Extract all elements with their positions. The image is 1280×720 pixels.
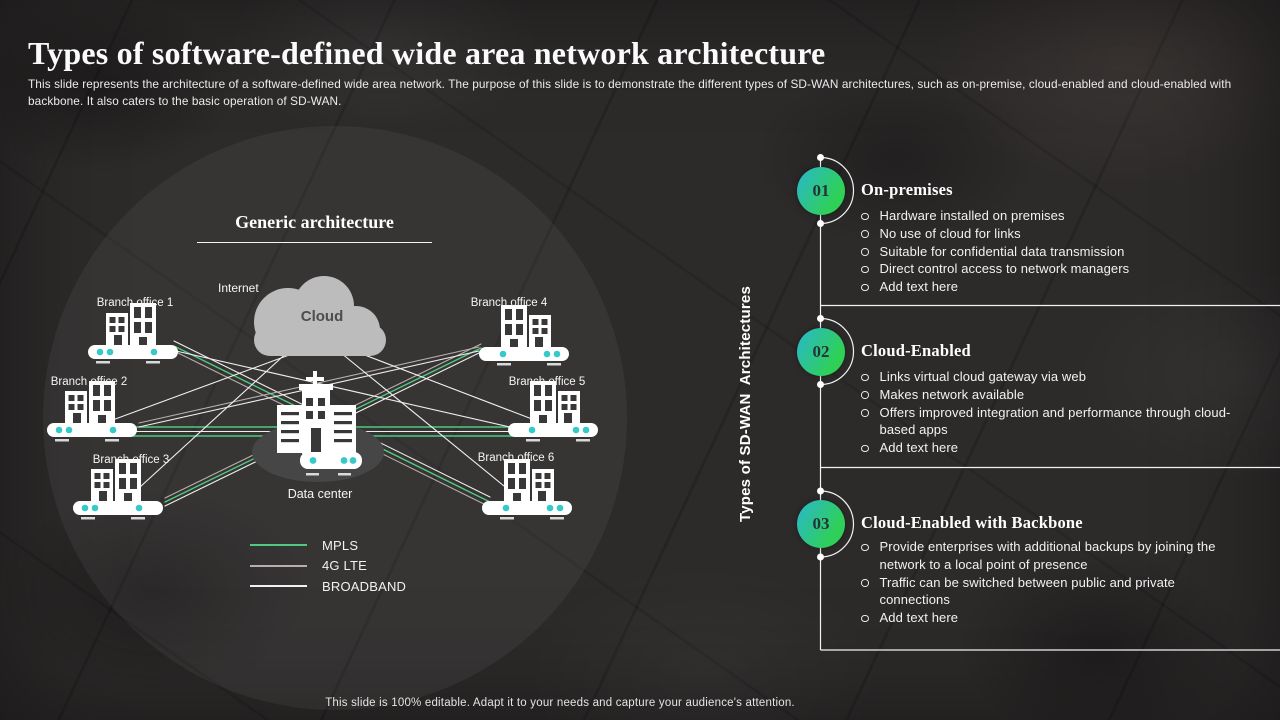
- bullet-circle-icon: [861, 212, 869, 220]
- branch-office-6-icon: [482, 459, 572, 520]
- diagram-title: Generic architecture: [197, 212, 432, 243]
- legend-label: BROADBAND: [322, 578, 407, 594]
- timeline-badge-01: 01: [797, 167, 845, 215]
- branch-office-5-icon: [508, 381, 598, 442]
- legend-label: MPLS: [322, 537, 359, 553]
- bullet-item: Hardware installed on premises: [860, 207, 1246, 225]
- section-heading-on-premises: On-premises: [861, 180, 953, 199]
- vertical-axis-title: Types of SD-WAN Architectures: [737, 285, 754, 523]
- section-bullets-cloud-enabled-backbone: Provide enterprises with additional back…: [860, 538, 1246, 627]
- cloud-label: Cloud: [300, 308, 344, 325]
- bullet-circle-icon: [861, 444, 869, 453]
- badge-number: 02: [812, 342, 830, 361]
- bullet-circle-icon: [861, 248, 869, 256]
- legend-item-mpls: MPLS: [250, 535, 406, 556]
- branch-office-6-label: Branch office 6: [477, 452, 555, 464]
- bullet-circle-icon: [861, 579, 869, 587]
- timeline-badge-02: 02: [797, 328, 845, 376]
- slide-description: This slide represents the architecture o…: [28, 76, 1232, 108]
- datacenter-icon: [252, 371, 384, 482]
- bullet-item: Provide enterprises with additional back…: [860, 538, 1246, 574]
- bullet-circle-icon: [861, 230, 869, 238]
- bullet-item: Links virtual cloud gateway via web: [860, 368, 1246, 386]
- bullet-item: Add text here: [860, 278, 1246, 296]
- bullet-item: Suitable for confidential data transmiss…: [860, 243, 1246, 261]
- link-lines: [98, 340, 546, 508]
- internet-label: Internet: [218, 281, 259, 295]
- badge-number: 01: [812, 181, 830, 200]
- section-bullets-cloud-enabled: Links virtual cloud gateway via web Make…: [860, 368, 1246, 457]
- bullet-item: Makes network available: [860, 386, 1246, 404]
- bullet-item: Add text here: [860, 609, 1246, 627]
- branch-office-4-label: Branch office 4: [470, 297, 548, 309]
- branch-office-5-label: Branch office 5: [508, 376, 586, 388]
- legend-label: 4G LTE: [322, 558, 368, 574]
- bullet-circle-icon: [861, 265, 869, 274]
- legend: MPLS 4G LTE BROADBAND: [250, 535, 406, 597]
- section-heading-cloud-enabled: Cloud-Enabled: [861, 341, 971, 360]
- bullet-item: Offers improved integration and performa…: [860, 404, 1246, 440]
- timeline-badge-03: 03: [797, 500, 845, 548]
- bullet-circle-icon: [861, 373, 869, 381]
- branch-office-2-label: Branch office 2: [50, 376, 128, 388]
- page-title: Types of software-defined wide area netw…: [28, 35, 826, 72]
- footer-note: This slide is 100% editable. Adapt it to…: [325, 697, 795, 709]
- bullet-circle-icon: [861, 391, 869, 399]
- lte-line-swatch: [250, 564, 307, 567]
- bullet-circle-icon: [861, 614, 869, 623]
- bullet-item: Add text here: [860, 439, 1246, 457]
- bullet-circle-icon: [861, 409, 869, 417]
- bullet-item: Direct control access to network manager…: [860, 260, 1246, 278]
- section-bullets-on-premises: Hardware installed on premises No use of…: [860, 207, 1246, 296]
- section-heading-cloud-enabled-backbone: Cloud-Enabled with Backbone: [861, 513, 1083, 532]
- branch-office-1-icon: [88, 303, 178, 364]
- mpls-line-swatch: [250, 544, 307, 547]
- legend-item-4g-lte: 4G LTE: [250, 556, 406, 577]
- datacenter-label: Data center: [287, 487, 353, 501]
- bullet-circle-icon: [861, 543, 869, 551]
- branch-office-3-label: Branch office 3: [92, 454, 170, 466]
- branch-office-1-label: Branch office 1: [96, 297, 174, 309]
- branch-office-3-icon: [73, 459, 163, 520]
- branch-office-4-icon: [479, 305, 569, 366]
- broadband-line-swatch: [250, 585, 307, 588]
- badge-number: 03: [812, 514, 830, 533]
- branch-office-2-icon: [47, 381, 137, 442]
- bullet-item: No use of cloud for links: [860, 225, 1246, 243]
- legend-item-broadband: BROADBAND: [250, 576, 406, 597]
- bullet-circle-icon: [861, 283, 869, 292]
- bullet-item: Traffic can be switched between public a…: [860, 574, 1246, 610]
